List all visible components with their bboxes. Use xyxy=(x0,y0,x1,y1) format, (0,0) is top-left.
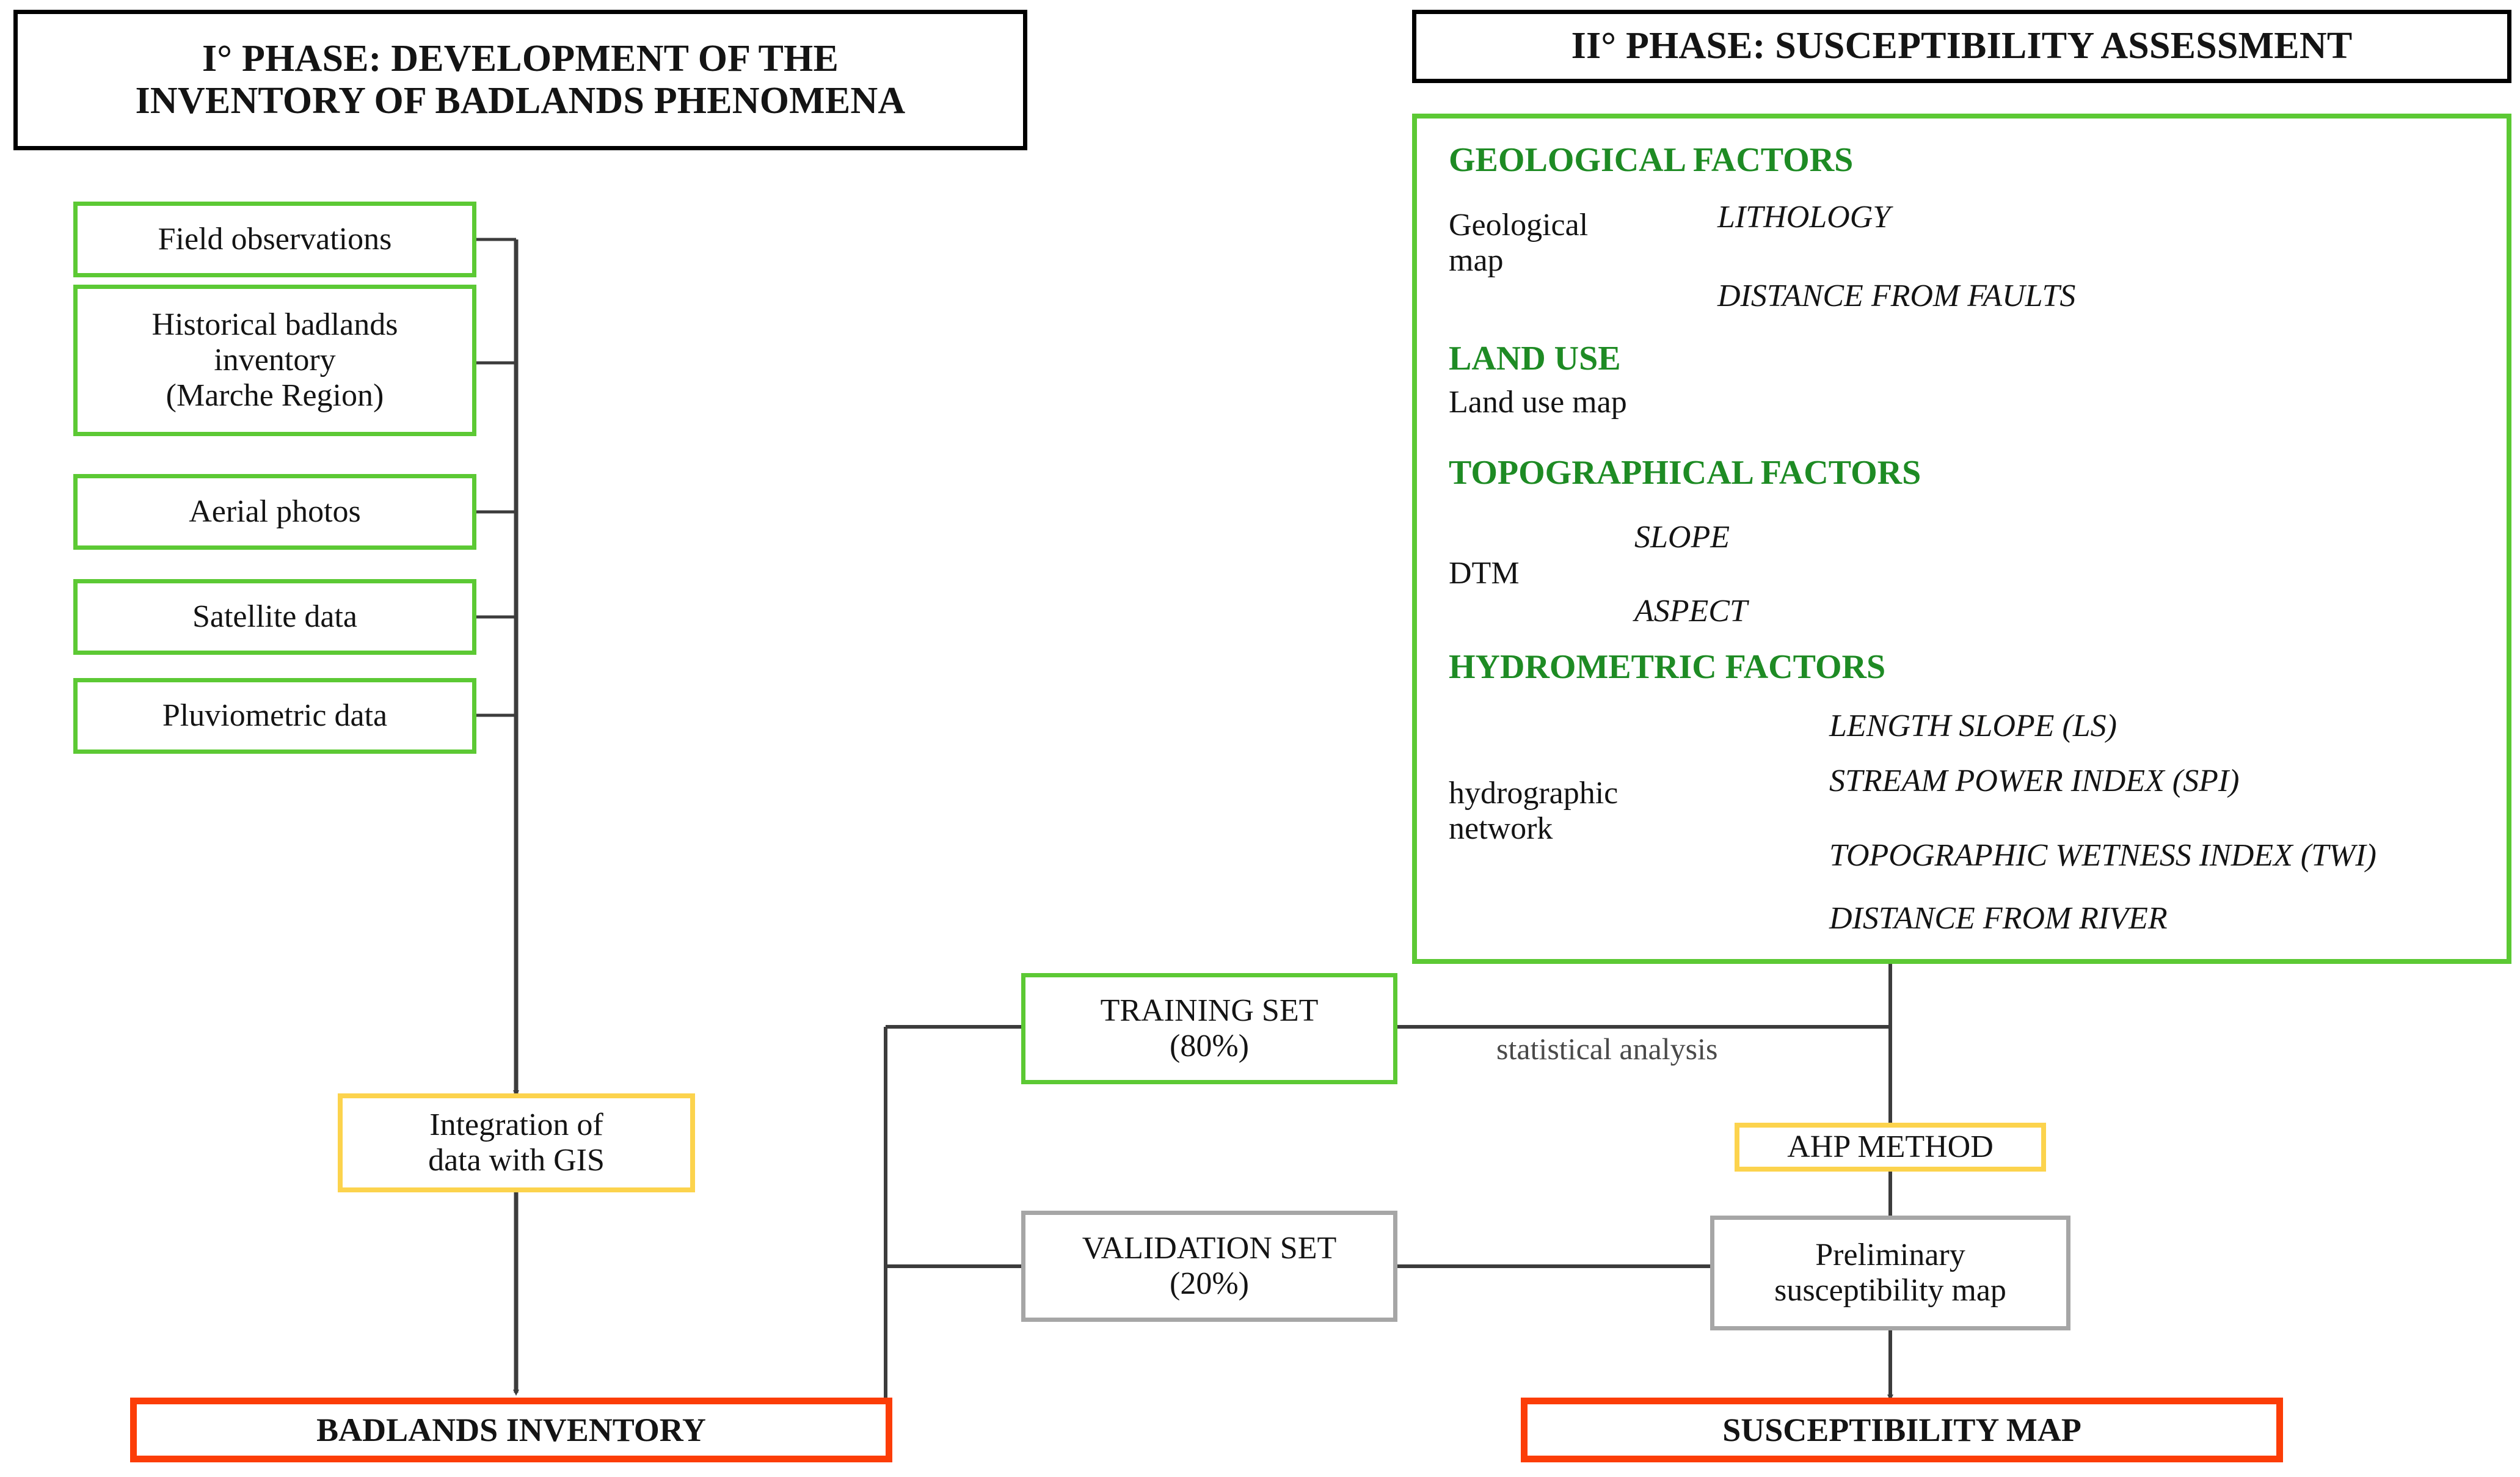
validation-set-line2: (20%) xyxy=(1170,1266,1249,1301)
phase-1-header: I° PHASE: DEVELOPMENT OF THE INVENTORY O… xyxy=(13,10,1027,150)
training-set-line2: (80%) xyxy=(1170,1029,1249,1063)
validation-set-line1: VALIDATION SET xyxy=(1082,1230,1337,1266)
training-set-box[interactable]: TRAINING SET (80%) xyxy=(1021,973,1397,1084)
inventory-split-bus xyxy=(884,1025,1021,1402)
input-box-historical-inventory[interactable]: Historical badlands inventory (Marche Re… xyxy=(73,285,476,436)
factor-leaf-stream-power-index: STREAM POWER INDEX (SPI) xyxy=(1829,764,2240,798)
source-label-geological-map: Geological map xyxy=(1449,208,1589,279)
validation-set-box[interactable]: VALIDATION SET (20%) xyxy=(1021,1211,1397,1322)
training-set-line1: TRAINING SET xyxy=(1100,993,1319,1028)
factor-leaf-distance-from-faults: DISTANCE FROM FAULTS xyxy=(1717,279,2076,313)
input-box-aerial-photos[interactable]: Aerial photos xyxy=(73,474,476,550)
input-label: Satellite data xyxy=(192,599,357,634)
factor-leaf-aspect: ASPECT xyxy=(1634,594,1747,629)
factor-leaf-slope: SLOPE xyxy=(1634,520,1730,555)
section-heading-geological: GEOLOGICAL FACTORS xyxy=(1449,141,1854,179)
factor-leaf-length-slope: LENGTH SLOPE (LS) xyxy=(1829,709,2117,743)
factor-leaf-topographic-wetness-index: TOPOGRAPHIC WETNESS INDEX (TWI) xyxy=(1829,838,2376,873)
input-label: Pluviometric data xyxy=(162,698,388,733)
phase-2-header: II° PHASE: SUSCEPTIBILITY ASSESSMENT xyxy=(1412,10,2511,83)
phase-1-title-line2: INVENTORY OF BADLANDS PHENOMENA xyxy=(135,80,906,122)
integration-label: Integration of data with GIS xyxy=(428,1107,605,1178)
phase-1-title-line1: I° PHASE: DEVELOPMENT OF THE xyxy=(202,37,839,79)
factor-leaf-lithology: LITHOLOGY xyxy=(1717,200,1891,235)
source-label-dtm: DTM xyxy=(1449,556,1520,591)
input-box-satellite-data[interactable]: Satellite data xyxy=(73,579,476,655)
badlands-inventory-box[interactable]: BADLANDS INVENTORY xyxy=(130,1398,892,1462)
susceptibility-map-label: SUSCEPTIBILITY MAP xyxy=(1722,1411,2081,1448)
input-label: Field observations xyxy=(158,221,392,257)
inputs-bus xyxy=(475,238,516,717)
source-label-hydrographic-network: hydrographic network xyxy=(1449,776,1619,847)
section-heading-land-use: LAND USE xyxy=(1449,340,1621,377)
input-box-field-observations[interactable]: Field observations xyxy=(73,202,476,277)
preliminary-susceptibility-map-box[interactable]: Preliminary susceptibility map xyxy=(1710,1216,2070,1330)
factor-leaf-distance-from-river: DISTANCE FROM RIVER xyxy=(1829,901,2168,936)
source-label-land-use-map: Land use map xyxy=(1449,385,1627,420)
section-heading-hydrometric: HYDROMETRIC FACTORS xyxy=(1449,648,1886,686)
susceptibility-factors-panel xyxy=(1412,114,2511,964)
ahp-method-box[interactable]: AHP METHOD xyxy=(1735,1123,2046,1172)
ahp-method-label: AHP METHOD xyxy=(1787,1129,1994,1164)
input-label: Aerial photos xyxy=(189,494,361,529)
input-box-pluviometric-data[interactable]: Pluviometric data xyxy=(73,678,476,754)
phase-2-title: II° PHASE: SUSCEPTIBILITY ASSESSMENT xyxy=(1571,25,2353,67)
input-label: Historical badlands inventory (Marche Re… xyxy=(151,307,398,414)
section-heading-topographical: TOPOGRAPHICAL FACTORS xyxy=(1449,454,1921,492)
statistical-analysis-label: statistical analysis xyxy=(1496,1032,1718,1066)
badlands-inventory-label: BADLANDS INVENTORY xyxy=(316,1411,706,1448)
integration-gis-box[interactable]: Integration of data with GIS xyxy=(338,1093,695,1192)
preliminary-map-label: Preliminary susceptibility map xyxy=(1774,1237,2006,1308)
susceptibility-map-box[interactable]: SUSCEPTIBILITY MAP xyxy=(1521,1398,2283,1462)
